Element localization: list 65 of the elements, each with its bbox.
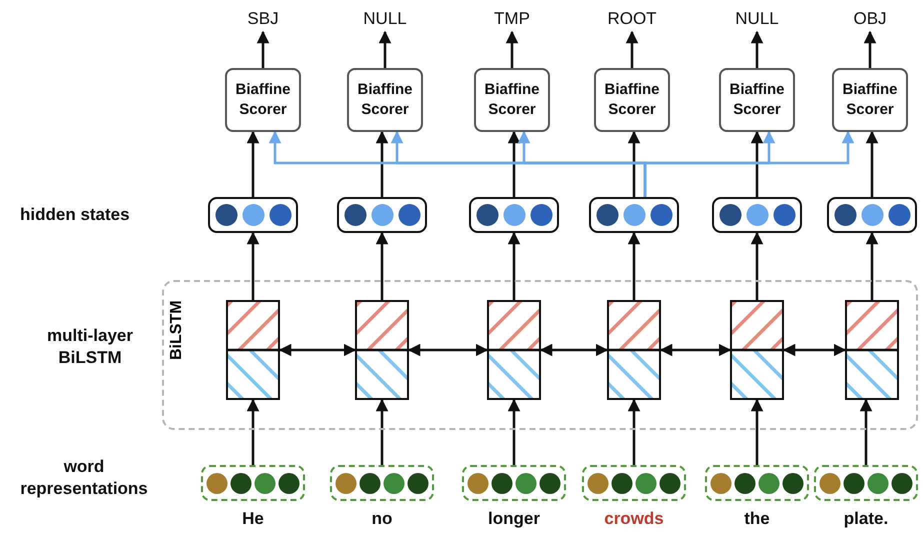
word-vector <box>814 465 918 501</box>
word-vector <box>330 465 434 501</box>
arrow <box>246 130 260 197</box>
arrow <box>508 398 520 465</box>
output-label: TMP <box>472 6 552 32</box>
arrow <box>508 232 520 300</box>
output-label: NULL <box>717 6 797 32</box>
hidden-state-vector <box>589 197 679 233</box>
row-label: word representations <box>19 456 149 500</box>
hidden-state-vector <box>827 197 917 233</box>
arrow <box>864 30 876 68</box>
arrow <box>256 30 270 68</box>
word-label: no <box>332 506 432 532</box>
arrow <box>628 130 640 197</box>
arrow <box>626 30 638 68</box>
scorer-box: Biaffine Scorer <box>347 68 423 132</box>
word-vector <box>462 465 566 501</box>
output-label: NULL <box>345 6 425 32</box>
arrow <box>246 398 260 465</box>
double-arrow <box>540 344 608 356</box>
scorer-box: Biaffine Scorer <box>225 68 301 132</box>
output-label: OBJ <box>830 6 910 32</box>
word-label: longer <box>464 506 564 532</box>
double-arrow <box>660 344 732 356</box>
arrow <box>628 398 640 465</box>
double-arrow <box>278 344 356 356</box>
arrow <box>644 130 854 197</box>
hidden-state-vector <box>337 197 427 233</box>
double-arrow <box>408 344 488 356</box>
arrow <box>506 30 518 68</box>
arrow <box>860 398 872 465</box>
region-label: BiLSTM <box>168 300 186 360</box>
scorer-box: Biaffine Scorer <box>594 68 670 132</box>
word-vector <box>582 465 686 501</box>
hidden-state-vector <box>208 197 298 233</box>
arrow <box>866 130 878 197</box>
scorer-box: Biaffine Scorer <box>474 68 550 132</box>
scorer-box: Biaffine Scorer <box>832 68 908 132</box>
word-label: plate. <box>816 506 916 532</box>
word-vector <box>705 465 809 501</box>
word-label: He <box>203 506 303 532</box>
arrow <box>750 232 764 300</box>
word-vector <box>201 465 305 501</box>
arrow <box>866 232 878 300</box>
row-label: multi-layer BiLSTM <box>46 325 134 370</box>
row-label: hidden states <box>20 204 130 226</box>
bilstm-region <box>162 280 918 430</box>
arrow <box>628 232 640 300</box>
arrow <box>750 30 764 68</box>
arrow <box>376 232 388 300</box>
arrow <box>246 232 260 300</box>
double-arrow <box>782 344 846 356</box>
arrow <box>378 30 392 68</box>
hidden-state-vector <box>712 197 802 233</box>
arrow <box>750 398 764 465</box>
output-label: ROOT <box>592 6 672 32</box>
scorer-box: Biaffine Scorer <box>719 68 795 132</box>
word-label: the <box>707 506 807 532</box>
arrow <box>376 130 388 197</box>
output-label: SBJ <box>223 6 303 32</box>
word-label: crowds <box>584 506 684 532</box>
hidden-state-vector <box>469 197 559 233</box>
arrow <box>508 130 520 197</box>
arrow <box>376 398 388 465</box>
arrow <box>750 130 764 197</box>
